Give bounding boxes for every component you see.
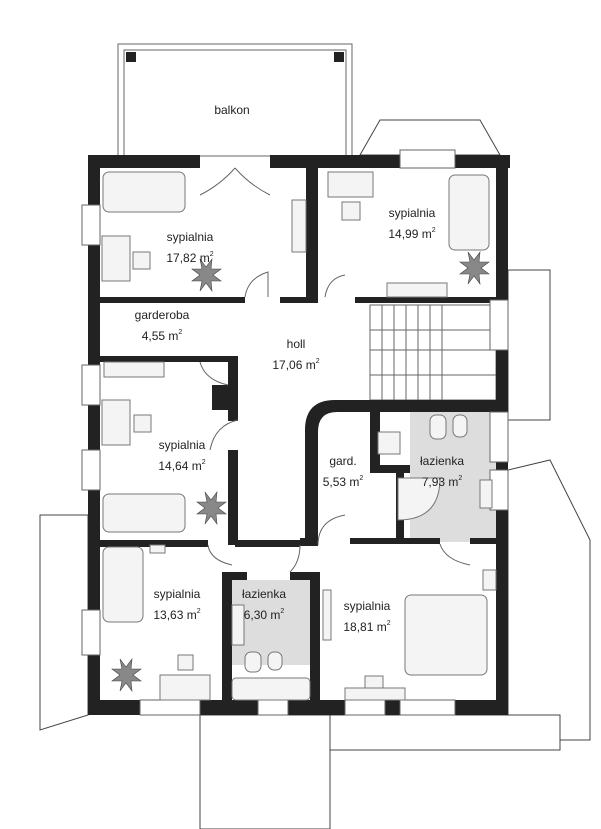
plant-icon [196,490,227,526]
furniture [101,171,497,701]
sink-icon [479,479,493,509]
bed-icon [102,546,144,623]
toilet-icon [244,651,262,673]
plants [111,250,490,693]
room-label-gard: gard.5,53 m2 [322,454,364,489]
corner-bath-icon [397,477,441,521]
bed-icon [102,171,186,213]
bed-icon [102,493,186,533]
toilet-icon [429,414,447,440]
windows [81,149,509,716]
plant-icon [459,250,490,286]
bathroom-tile-floor [410,412,496,542]
sink-icon [231,604,245,646]
bathtub-icon [231,677,311,701]
desk-icon [101,235,131,282]
plant-icon [191,257,222,293]
bed-icon [448,174,490,251]
double-bed-icon [404,594,488,676]
plant-icon [111,657,142,693]
doors [199,167,471,573]
shower-icon [377,431,401,455]
room-label-balkon: balkon [214,103,250,117]
bathroom-tile-floor [232,580,312,665]
roof-hatching [39,119,591,829]
balcony [117,43,353,157]
staircase [369,304,497,401]
